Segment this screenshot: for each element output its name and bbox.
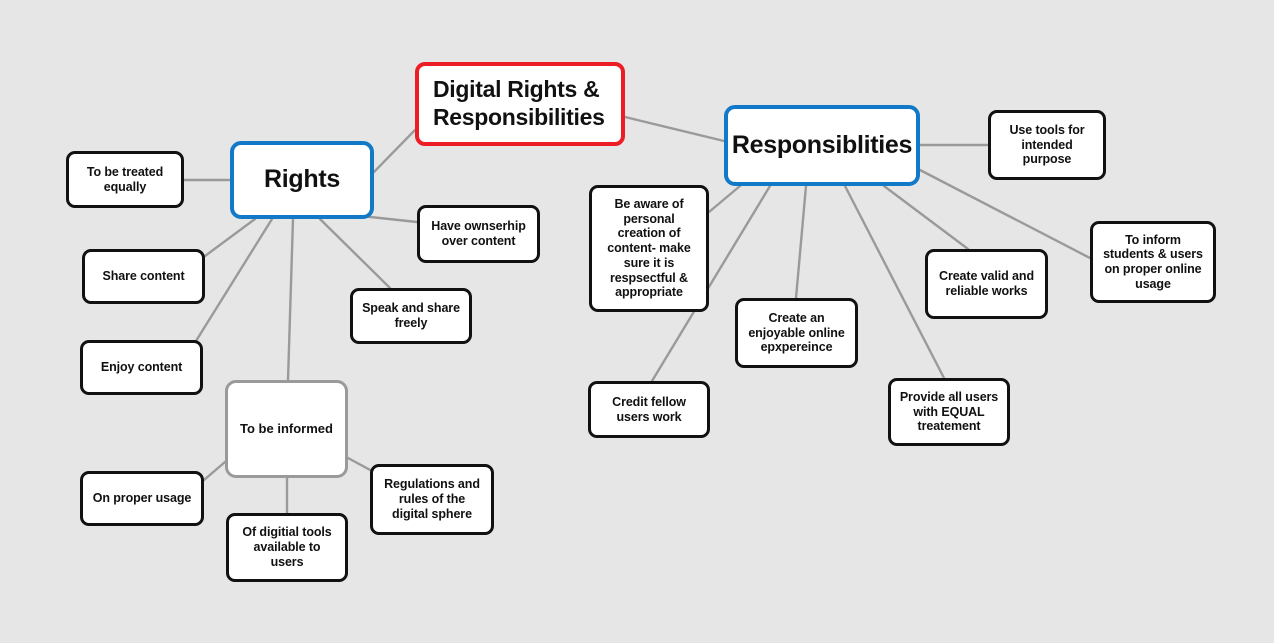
node-proper-usage[interactable]: On proper usage [80, 471, 204, 526]
edge-rights-to-share-content [203, 217, 257, 258]
node-share-content[interactable]: Share content [82, 249, 205, 304]
node-ownership[interactable]: Have ownserhip over content [417, 205, 540, 263]
edge-rights-to-to-be-informed [286, 217, 295, 382]
edge-to-be-informed-to-proper-usage [202, 460, 227, 482]
node-digital-tools[interactable]: Of digitial tools available to users [226, 513, 348, 582]
edge-rights-to-speak-freely [318, 217, 392, 290]
node-use-tools[interactable]: Use tools for intended purpose [988, 110, 1106, 180]
edge-responsibilities-to-inform-students [918, 168, 1092, 260]
node-enjoy-content[interactable]: Enjoy content [80, 340, 203, 395]
node-responsibilities[interactable]: Responsiblities [724, 105, 920, 186]
node-regulations[interactable]: Regulations and rules of the digital sph… [370, 464, 494, 535]
node-root[interactable]: Digital Rights & Responsibilities [415, 62, 625, 146]
node-speak-freely[interactable]: Speak and share freely [350, 288, 472, 344]
node-treated-equally[interactable]: To be treated equally [66, 151, 184, 208]
edge-responsibilities-to-enjoyable-online [794, 184, 808, 300]
node-inform-students[interactable]: To inform students & users on proper onl… [1090, 221, 1216, 303]
edge-responsibilities-to-valid-works [882, 184, 970, 251]
node-rights[interactable]: Rights [230, 141, 374, 219]
edge-responsibilities-to-be-aware [707, 184, 742, 214]
node-equal-treatment[interactable]: Provide all users with EQUAL treatement [888, 378, 1010, 446]
node-be-aware[interactable]: Be aware of personal creation of content… [589, 185, 709, 312]
node-enjoyable-online[interactable]: Create an enjoyable online epxpereince [735, 298, 858, 368]
node-to-be-informed[interactable]: To be informed [225, 380, 348, 478]
edge-root-to-responsibilities [623, 115, 726, 143]
node-valid-works[interactable]: Create valid and reliable works [925, 249, 1048, 319]
edge-rights-to-root [372, 128, 417, 174]
node-credit-fellow[interactable]: Credit fellow users work [588, 381, 710, 438]
